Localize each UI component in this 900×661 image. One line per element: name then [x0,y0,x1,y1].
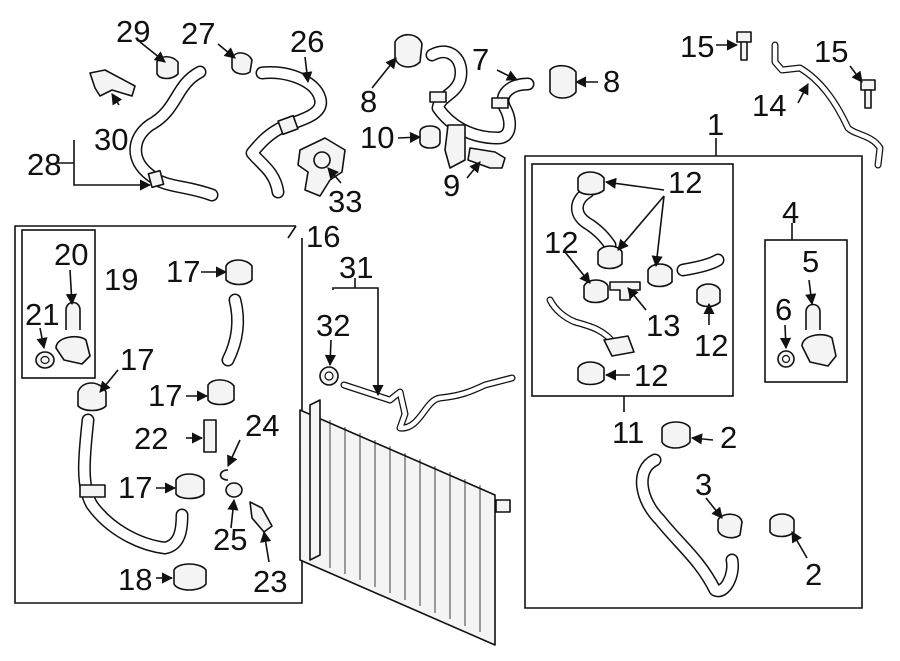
callout-32: 32 [316,308,350,343]
clip-20 [65,301,81,330]
pipe-14 [736,31,884,169]
clamp-17-mid [207,379,235,406]
clamp-27 [231,52,253,75]
callout-10: 10 [360,120,394,155]
radiator [299,409,496,646]
clamp-18 [173,563,207,591]
callout-6: 6 [775,292,792,327]
clamp-8-left [394,33,423,68]
callout-16: 16 [306,219,340,254]
clip-24 [219,469,229,481]
box-19 [21,229,96,379]
callout-2-bottom: 2 [805,557,822,592]
callout-28: 28 [27,147,61,182]
clip-5 [805,303,821,330]
box-11-parts [546,171,725,386]
radiator-assembly [299,366,516,646]
clamp-8-right [549,64,577,99]
callout-21: 21 [25,297,59,332]
callout-29: 29 [116,14,150,49]
callout-18: 18 [118,562,152,597]
callout-23: 23 [253,564,287,599]
callout-17-left: 17 [120,342,154,377]
radiator-fins [329,420,481,632]
clamp-17-upper-left [77,382,107,412]
clamp-17-top [225,259,253,286]
clamp-2-top [661,421,691,449]
callout-30: 30 [94,122,128,157]
callout-26: 26 [290,24,324,59]
callout-12-bottom: 12 [634,358,668,393]
callout-2-top: 2 [720,420,737,455]
callout-33: 33 [328,184,362,219]
callout-22: 22 [134,421,168,456]
tee-13 [609,281,641,301]
connector-4 [801,333,837,367]
clamp-2-bottom [769,513,795,538]
clamp-12-e [696,283,721,308]
callout-12-left: 12 [544,225,578,260]
box-4-parts [777,303,837,368]
callout-8-right: 8 [603,64,620,99]
bolt-15-right [860,79,876,91]
bracket-30 [89,69,136,97]
callout-9: 9 [443,168,460,203]
callout-numbers: 29 27 26 30 28 8 7 8 10 9 33 15 15 14 1 … [25,14,848,599]
connector-9 [467,147,506,169]
callout-17-low: 17 [118,470,152,505]
callout-15-right: 15 [814,34,848,69]
group-boxes [14,155,863,609]
connector-19 [55,335,91,365]
valve-22 [203,419,217,453]
callout-31: 31 [339,250,373,285]
callout-7: 7 [472,42,489,77]
seal-25 [225,482,243,498]
callout-12-top: 12 [668,165,702,200]
clamp-12-top [577,171,605,196]
callout-24: 24 [245,408,279,443]
callout-12-right: 12 [694,328,728,363]
box-19-parts [35,301,91,369]
leader-lines [36,39,863,584]
sensor-23 [249,501,273,533]
callout-8-left: 8 [360,84,377,119]
callout-4: 4 [782,195,799,230]
box-16-parts [77,259,273,591]
callout-19: 19 [104,262,138,297]
callout-20: 20 [54,237,88,272]
callout-3: 3 [695,467,712,502]
clamp-17-low [175,473,205,500]
box-1 [524,155,863,609]
callout-1: 1 [707,107,724,142]
callout-13: 13 [646,308,680,343]
clamp-12-bottom [577,361,605,386]
bolt-15-left [736,31,752,43]
box-11 [531,163,734,397]
box-1-parts [635,421,795,598]
hose-assembly-26 [231,52,346,199]
cap-10 [419,125,441,149]
callout-17-top: 17 [166,254,200,289]
callout-14: 14 [752,88,786,123]
callout-25: 25 [213,522,247,557]
clamp-12-d [583,279,609,304]
clamp-12-c [647,263,673,288]
box-4 [764,239,848,383]
clamp-12-b [597,245,623,270]
callout-27: 27 [181,16,215,51]
callout-17-mid: 17 [148,378,182,413]
hose-assembly-7 [394,33,577,169]
callout-15-left: 15 [680,29,714,64]
callout-11: 11 [612,415,644,450]
clamp-3 [717,513,743,539]
callout-5: 5 [802,244,819,279]
clamp-29 [156,55,179,80]
